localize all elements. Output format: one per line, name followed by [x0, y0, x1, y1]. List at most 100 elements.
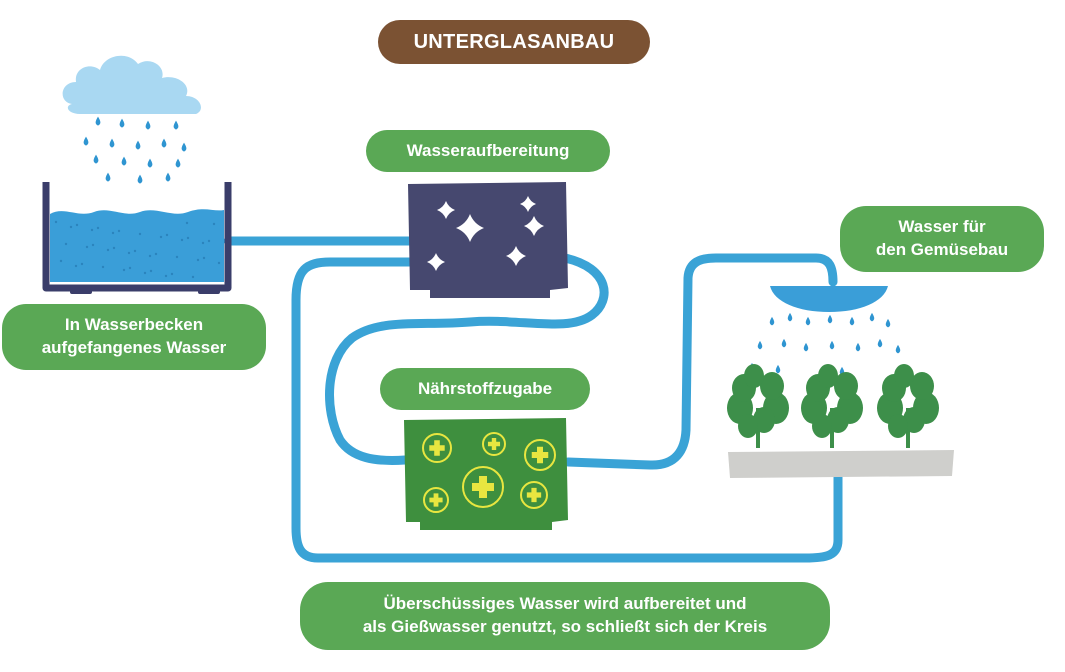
- pipes: [223, 236, 843, 563]
- label-vegetable-water: Wasser für den Gemüsebau: [840, 206, 1044, 272]
- speck: [149, 269, 153, 273]
- title-text: UNTERGLASANBAU: [413, 30, 615, 53]
- label-veg-line1: Wasser für: [898, 217, 986, 237]
- drop: [161, 138, 167, 148]
- speck: [138, 232, 142, 236]
- speck: [128, 266, 132, 270]
- treatment-box: [408, 182, 568, 298]
- lettuce-leaf: [760, 372, 784, 400]
- drop: [895, 344, 901, 354]
- rain-icon: [749, 312, 907, 376]
- speck: [196, 258, 200, 262]
- drop: [95, 116, 101, 126]
- drop: [173, 120, 179, 130]
- drop: [175, 158, 181, 168]
- speck: [75, 223, 79, 227]
- label-excess-line2: als Gießwasser genutzt, so schließt sich…: [362, 617, 768, 636]
- soil-bed: [728, 450, 954, 478]
- label-collected-line1: In Wasserbecken: [64, 315, 204, 335]
- title-badge: UNTERGLASANBAU: [378, 20, 650, 64]
- water-tank-icon: [42, 182, 232, 294]
- speck: [180, 238, 184, 242]
- drop: [775, 364, 781, 374]
- drop: [93, 154, 99, 164]
- speck: [96, 226, 100, 230]
- speck: [127, 251, 131, 255]
- drop: [181, 142, 187, 152]
- plus-sign: [487, 437, 501, 451]
- shower-head-icon: [770, 286, 888, 312]
- speck: [59, 259, 63, 263]
- speck: [170, 272, 174, 276]
- speck: [64, 242, 68, 246]
- nutrient-box: [404, 418, 568, 530]
- speck: [69, 225, 73, 229]
- speck: [80, 262, 84, 266]
- sparkle: [520, 196, 536, 212]
- speck: [112, 246, 116, 250]
- speck: [117, 229, 121, 233]
- speck: [106, 248, 110, 252]
- drop: [135, 140, 141, 150]
- label-excess-water: Überschüssiges Wasser wird aufbereitet u…: [300, 582, 830, 650]
- sparkle: [456, 214, 484, 242]
- speck: [201, 241, 205, 245]
- label-excess-line1: Überschüssiges Wasser wird aufbereitet u…: [383, 594, 747, 614]
- speck: [90, 228, 94, 232]
- lettuce-leaf: [738, 414, 758, 438]
- sparkle: [427, 253, 445, 271]
- speck: [85, 245, 89, 249]
- speck: [164, 274, 168, 278]
- pipe-nutrients-to-shower: [563, 253, 838, 470]
- lettuce-leaf: [812, 414, 832, 438]
- label-treatment-text: Wasseraufbereitung: [406, 140, 570, 160]
- lettuce-leaf: [818, 364, 838, 388]
- plus-icon: [422, 432, 556, 513]
- speck: [165, 233, 169, 237]
- label-veg-line2: den Gemüsebau: [875, 240, 1009, 259]
- drop: [105, 172, 111, 182]
- lettuce-leaf: [827, 407, 849, 433]
- speck: [91, 243, 95, 247]
- speck: [185, 221, 189, 225]
- speck: [122, 268, 126, 272]
- lettuce-leaf: [834, 372, 858, 400]
- drop: [849, 316, 855, 326]
- sparkle-icon: [427, 196, 544, 271]
- plus-ring: [422, 433, 452, 463]
- drop: [121, 156, 127, 166]
- lettuce-leaf: [903, 407, 925, 433]
- lettuce-leaf: [888, 414, 908, 438]
- speck: [111, 231, 115, 235]
- speck: [159, 235, 163, 239]
- speck: [191, 275, 195, 279]
- cloud-icon: [62, 55, 201, 114]
- plus-sign: [531, 446, 549, 464]
- label-collected-water: In Wasserbecken aufgefangenes Wasser: [2, 304, 266, 370]
- speck: [217, 261, 221, 265]
- plus-ring: [520, 481, 548, 509]
- speck: [212, 222, 216, 226]
- plus-sign: [472, 476, 494, 498]
- lettuce-leaf: [753, 407, 775, 433]
- pipe-treatment-to-nutrients: [325, 253, 609, 465]
- label-collected-line2: aufgefangenes Wasser: [41, 338, 227, 357]
- lettuce-leaf: [894, 364, 914, 388]
- sparkle: [524, 216, 544, 236]
- drop: [877, 338, 883, 348]
- speck: [175, 255, 179, 259]
- speck: [186, 236, 190, 240]
- plus-sign: [429, 493, 443, 507]
- label-nutrients: Nährstoffzugabe: [380, 368, 590, 410]
- speck: [148, 254, 152, 258]
- speck: [74, 264, 78, 268]
- drop: [145, 120, 151, 130]
- speck: [207, 239, 211, 243]
- drop: [83, 136, 89, 146]
- label-nutrients-text: Nährstoffzugabe: [417, 378, 553, 398]
- speck: [143, 271, 147, 275]
- drop: [869, 312, 875, 322]
- plus-sign: [526, 487, 542, 503]
- speck: [202, 256, 206, 260]
